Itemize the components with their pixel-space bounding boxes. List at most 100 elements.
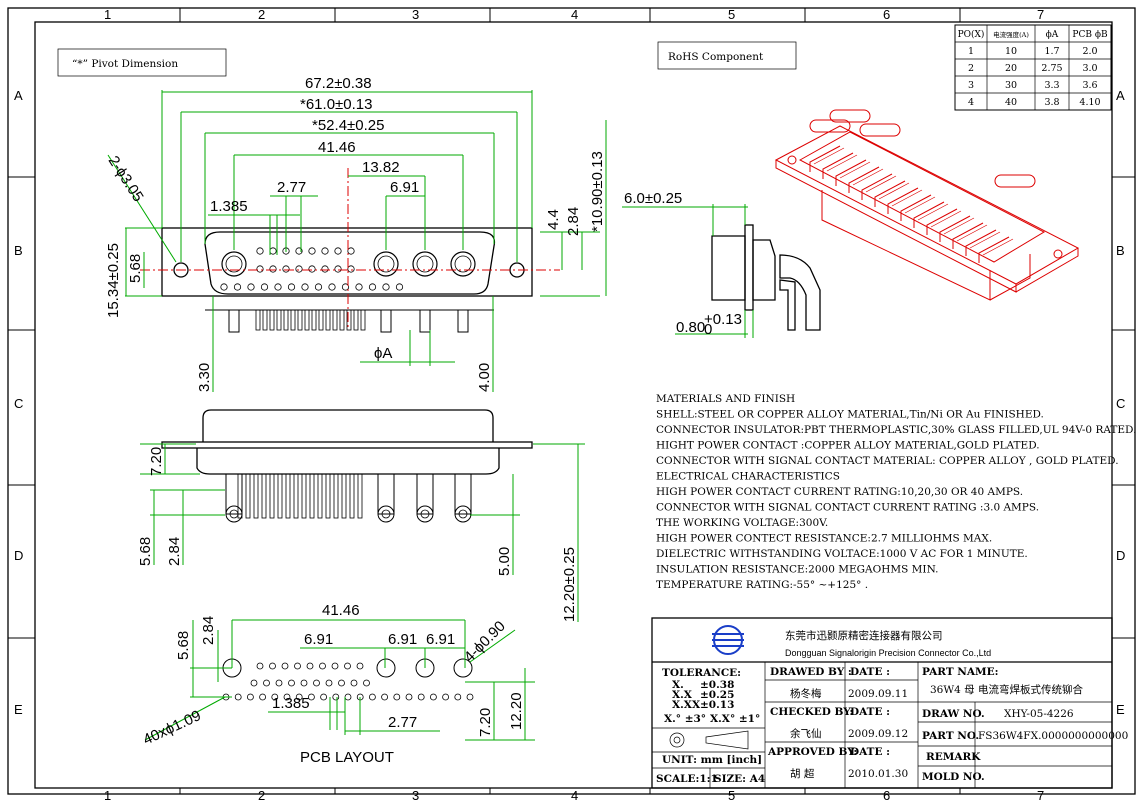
scale-label: SCALE:1:1: [656, 773, 718, 785]
frame-col-label-bottom: 6: [883, 788, 890, 802]
frame-col-label-top: 1: [104, 7, 111, 22]
dim-6-0: 6.0±0.25: [624, 190, 682, 207]
pcb-power-hole: [376, 658, 396, 678]
pcb-dim-41-46: 41.46: [322, 602, 360, 619]
pcb-signal-hole: [356, 662, 364, 670]
signal-contact: [301, 283, 309, 291]
po-table-cell: 2.0: [1082, 46, 1097, 57]
po-table-cell: 4.10: [1079, 97, 1100, 108]
po-table-header: PO(X): [958, 29, 985, 40]
dim-6-91-top: 6.91: [390, 179, 419, 196]
tol-x-val: ±0.38: [700, 679, 734, 691]
signal-contact: [247, 283, 255, 291]
frame-col-label-top: 7: [1037, 7, 1044, 22]
po-table-cell: 10: [1005, 46, 1017, 57]
signal-contact: [274, 283, 282, 291]
title-block: 东莞市迅颢原精密连接器有限公司 Dongguan Signalorigin Pr…: [651, 617, 1128, 789]
frame-row-label-right: E: [1116, 702, 1125, 717]
pcb-signal-hole: [269, 662, 276, 670]
outer-border: [7, 7, 1136, 795]
po-table-cell: 40: [1005, 97, 1017, 108]
signal-contact: [260, 283, 269, 291]
projection-symbol: [669, 730, 749, 750]
frame-row-label-left: E: [14, 702, 23, 717]
dim-15-34: 15.34±0.25: [105, 243, 122, 318]
pcb-signal-hole: [319, 662, 326, 670]
signal-contact: [368, 283, 377, 291]
spec-line: HIGHT POWER CONTACT :COPPER ALLOY MATERI…: [656, 440, 1040, 452]
signal-contact: [334, 265, 342, 273]
date-label-1: DATE :: [850, 666, 890, 678]
frame-row-label-right: B: [1116, 243, 1125, 258]
pcb-layout: 41.46 5.68 2.84 6.91 6.91 6.91 4-ϕ0.90 4…: [141, 602, 535, 766]
pcb-dim-6-91-c: 6.91: [426, 631, 455, 648]
pcb-signal-hole: [332, 693, 340, 701]
signal-contact: [233, 283, 242, 291]
pcb-dim-4-phi: 4-ϕ0.90: [461, 618, 509, 666]
connector-3d-render: [774, 109, 1080, 301]
pcb-signal-hole: [259, 693, 267, 701]
pcb-signal-hole: [288, 679, 295, 687]
frame-row-label-left: D: [14, 548, 23, 563]
front-legs: [205, 309, 494, 333]
dim-5-68-bottom: 5.68: [137, 537, 154, 566]
po-table-cell: 20: [1005, 63, 1017, 74]
company-name-en: Dongguan Signalorigin Precision Connecto…: [785, 648, 991, 658]
front-pins: [220, 247, 476, 291]
tol-ang-1: X.° ±3°: [664, 713, 706, 725]
mold-no-label: MOLD NO.: [922, 771, 985, 783]
po-table-cell: 3.6: [1082, 80, 1097, 91]
pcb-dim-6-91-b: 6.91: [388, 631, 417, 648]
company-name-cn: 东莞市迅颢原精密连接器有限公司: [785, 629, 943, 642]
pcb-signal-hole: [417, 693, 425, 701]
pcb-signal-hole: [344, 693, 352, 701]
signal-contact: [295, 265, 303, 273]
signal-contact: [220, 283, 228, 291]
frame-row-label-right: C: [1116, 396, 1125, 411]
date-3: 2010.01.30: [848, 768, 908, 780]
frame-col-label-top: 6: [883, 7, 890, 22]
frame-row-label-left: B: [14, 243, 23, 258]
remark-label: REMARK: [926, 751, 981, 763]
pcb-signal-hole: [381, 693, 389, 701]
pcb-dim-7-20: 7.20: [477, 708, 494, 737]
tol-xxx-val: ±0.13: [700, 699, 734, 711]
pcb-signal-hole: [306, 662, 314, 670]
pcb-power-hole: [453, 658, 473, 678]
frame-row-label-right: D: [1116, 548, 1125, 563]
pcb-signal-hole: [281, 662, 289, 670]
pcb-signal-hole: [429, 693, 437, 701]
pcb-dim-12-20: 12.20: [508, 692, 525, 730]
pcb-signal-hole: [250, 679, 258, 687]
signal-contact: [269, 247, 277, 255]
frame-col-label-bottom: 2: [258, 788, 265, 802]
front-shell: [204, 231, 496, 295]
tol-xx-val: ±0.25: [700, 689, 734, 701]
spec-line: CONNECTOR INSULATOR:PBT THERMOPLASTIC,30…: [656, 424, 1136, 436]
inner-border: [34, 21, 1113, 789]
frame-col-label-top: 5: [728, 7, 735, 22]
po-table-cell: 3.8: [1044, 97, 1059, 108]
date-label-2: DATE :: [850, 706, 890, 718]
tolerance-label: TOLERANCE:: [662, 667, 741, 679]
part-name: 36W4 母 电流弯焊板式传统铆合: [930, 683, 1084, 696]
po-table-cell: 2: [968, 63, 974, 74]
checked-by: 余飞仙: [790, 727, 822, 740]
po-table-cell: 30: [1005, 80, 1017, 91]
pcb-signal-hole: [331, 662, 339, 670]
po-table-cell: 3.3: [1044, 80, 1059, 91]
dim-2-77: 2.77: [277, 179, 306, 196]
signal-contact: [355, 283, 363, 291]
dim-52-4: *52.4±0.25: [312, 117, 384, 134]
pcb-signal-hole: [393, 693, 401, 701]
pcb-signal-hole: [313, 679, 320, 687]
approved-by: 胡 超: [790, 767, 815, 780]
power-contact: [221, 251, 247, 277]
spec-line: INSULATION RESISTANCE:2000 MEGAOHMS MIN.: [656, 564, 938, 576]
frame-col-label-top: 4: [571, 7, 578, 22]
spec-line: HIGH POWER CONTECT RESISTANCE:2.7 MILLIO…: [656, 533, 992, 545]
frame-row-label-left: C: [14, 396, 23, 411]
spec-line: CONNECTOR WITH SIGNAL CONTACT CURRENT RA…: [656, 502, 1039, 514]
side-view: 6.0±0.25 0.80 +0.13 0: [622, 190, 821, 338]
